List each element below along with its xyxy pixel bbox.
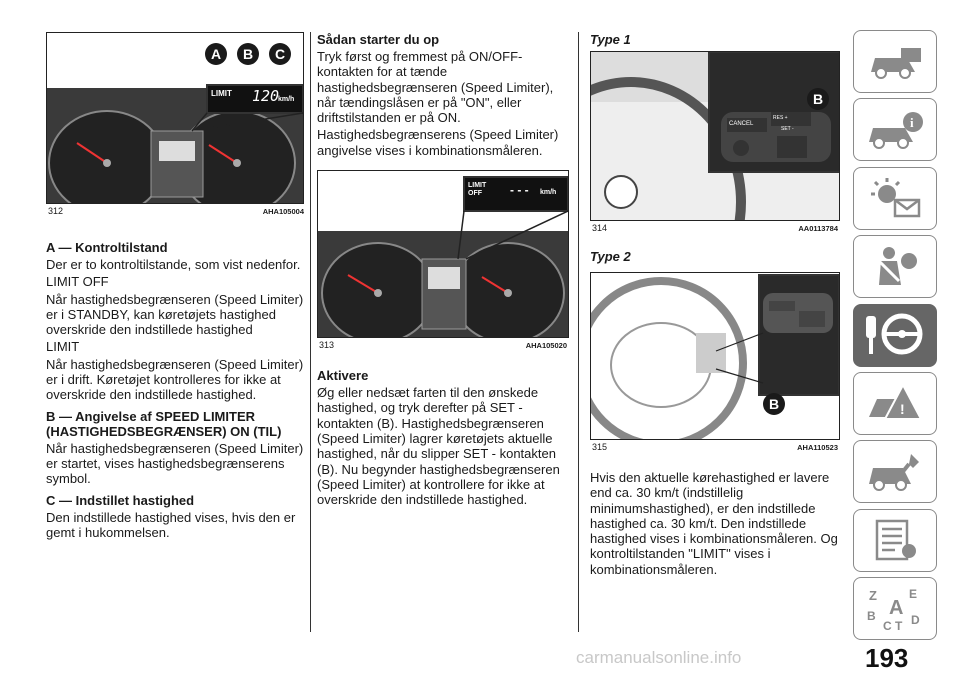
tab-emergency[interactable]: ! <box>853 371 937 435</box>
svg-text:T: T <box>895 619 903 633</box>
tab-car-info-i[interactable]: i <box>853 98 937 162</box>
paragraph: Øg eller nedsæt farten til den ønskede h… <box>317 385 560 508</box>
figure-code: AHA105020 <box>525 341 567 351</box>
watermark: carmanualsonline.info <box>576 648 742 667</box>
paragraph: LIMIT <box>46 339 80 355</box>
key-steering-wheel-icon <box>866 313 923 355</box>
car-service-icon <box>869 453 919 491</box>
heading-c: C — Indstillet hastighed <box>46 492 195 508</box>
figure-number: 315 <box>592 442 608 452</box>
paragraph: Den indstillede hastighed vises, hvis de… <box>46 509 296 540</box>
figure-313: LIMIT OFF - - - km/h <box>317 170 569 339</box>
display-limit-off-label: LIMIT OFF <box>468 182 487 198</box>
tab-index[interactable]: Z E B A C T D <box>853 577 937 641</box>
display-limit-label: LIMIT <box>211 89 232 98</box>
heading-type-1: Type 1 <box>590 32 631 47</box>
figure-code: AA0113784 <box>798 224 838 233</box>
svg-text:Z: Z <box>869 588 877 603</box>
heading-type-2: Type 2 <box>590 249 631 264</box>
heading-b: B — Angivelse af SPEED LIMITER (HASTIGHE… <box>46 408 282 439</box>
figure-314: CANCEL RES + SET - B <box>590 51 840 221</box>
svg-text:B: B <box>867 609 876 623</box>
paragraph: Hvis den aktuelle kørehastighed er laver… <box>590 470 838 577</box>
svg-text:!: ! <box>900 401 905 417</box>
svg-text:C: C <box>883 619 892 633</box>
callout-b: B <box>237 43 259 65</box>
svg-text:A: A <box>889 597 903 619</box>
figure-315: B <box>590 272 840 440</box>
callout-a: A <box>205 43 227 65</box>
warning-lights-icon <box>871 178 921 218</box>
instrument-cluster-illustration <box>318 176 568 338</box>
tab-car-info[interactable] <box>853 30 937 93</box>
figure-312: LIMIT 120 km/h A B C <box>46 32 304 204</box>
column-divider-2 <box>578 32 579 632</box>
column-divider-1 <box>310 32 311 632</box>
paragraph: Når hastighedsbegrænseren (Speed Limiter… <box>46 440 304 487</box>
paragraph: LIMIT OFF <box>46 274 109 290</box>
callout-b: B <box>763 393 785 415</box>
figure-314-caption: 314 AA0113784 <box>590 223 840 233</box>
instrument-cluster-illustration <box>47 84 303 203</box>
car-info-i-icon: i <box>869 111 923 149</box>
callout-c: C <box>269 43 291 65</box>
page-number: 193 <box>865 643 909 673</box>
callout-b: B <box>807 88 829 110</box>
display-speed-value: 120 <box>252 87 280 105</box>
chapter-sidebar: i ! Z E B A C T D <box>853 30 937 646</box>
column-2: Sådan starter du op Tryk først og fremme… <box>317 0 569 507</box>
display-unit-label: km/h <box>278 96 295 103</box>
heading-a: A — Kontroltilstand <box>46 240 168 255</box>
column-1: LIMIT 120 km/h A B C 312 AHA105004 A — K… <box>46 0 306 540</box>
car-info-icon <box>871 47 921 79</box>
heading-start: Sådan starter du op <box>317 32 440 47</box>
tab-seatbelt-airbag[interactable] <box>853 235 937 299</box>
svg-text:E: E <box>909 587 917 601</box>
warning-triangle-icon: ! <box>869 383 923 421</box>
paragraph: Når hastighedsbegrænseren (Speed Limiter… <box>46 291 304 338</box>
figure-315-caption: 315 AHA110523 <box>590 442 840 452</box>
svg-text:D: D <box>911 613 920 627</box>
display-unit-label: km/h <box>540 189 557 197</box>
figure-number: 312 <box>48 206 64 216</box>
cancel-label: CANCEL <box>729 121 754 127</box>
figure-number: 314 <box>592 223 608 233</box>
svg-text:i: i <box>910 115 914 130</box>
paragraph: Der er to kontroltilstande, som vist ned… <box>46 257 301 272</box>
paragraph: Tryk først og fremmest på ON/OFF-kontakt… <box>317 49 554 126</box>
paragraph: Når hastighedsbegrænseren (Speed Limiter… <box>46 356 304 403</box>
index-icon: Z E B A C T D <box>867 587 920 633</box>
figure-313-caption: 313 AHA105020 <box>317 340 569 350</box>
set-label: SET - <box>781 126 794 132</box>
steering-wheel-type2-illustration <box>591 273 839 439</box>
tab-car-service[interactable] <box>853 440 937 504</box>
column-3: Type 1 CANCEL RES + SET - B 314 AA011378… <box>590 0 840 577</box>
res-label: RES + <box>773 115 788 121</box>
heading-activate: Aktivere <box>317 368 369 384</box>
steering-wheel-type1-illustration <box>591 52 839 220</box>
seatbelt-airbag-icon <box>877 246 917 285</box>
technical-data-icon <box>875 519 916 561</box>
figure-code: AHA105004 <box>262 207 304 216</box>
figure-code: AHA110523 <box>797 443 838 452</box>
figure-number: 313 <box>319 340 335 351</box>
tab-starting-driving[interactable] <box>853 303 937 367</box>
paragraph: Hastighedsbegrænserens (Speed Limiter) a… <box>317 127 559 158</box>
display-dashes: - - - <box>510 183 529 198</box>
tab-warning-lights[interactable] <box>853 166 937 230</box>
tab-technical-data[interactable] <box>853 508 937 572</box>
figure-312-caption: 312 AHA105004 <box>46 206 306 216</box>
